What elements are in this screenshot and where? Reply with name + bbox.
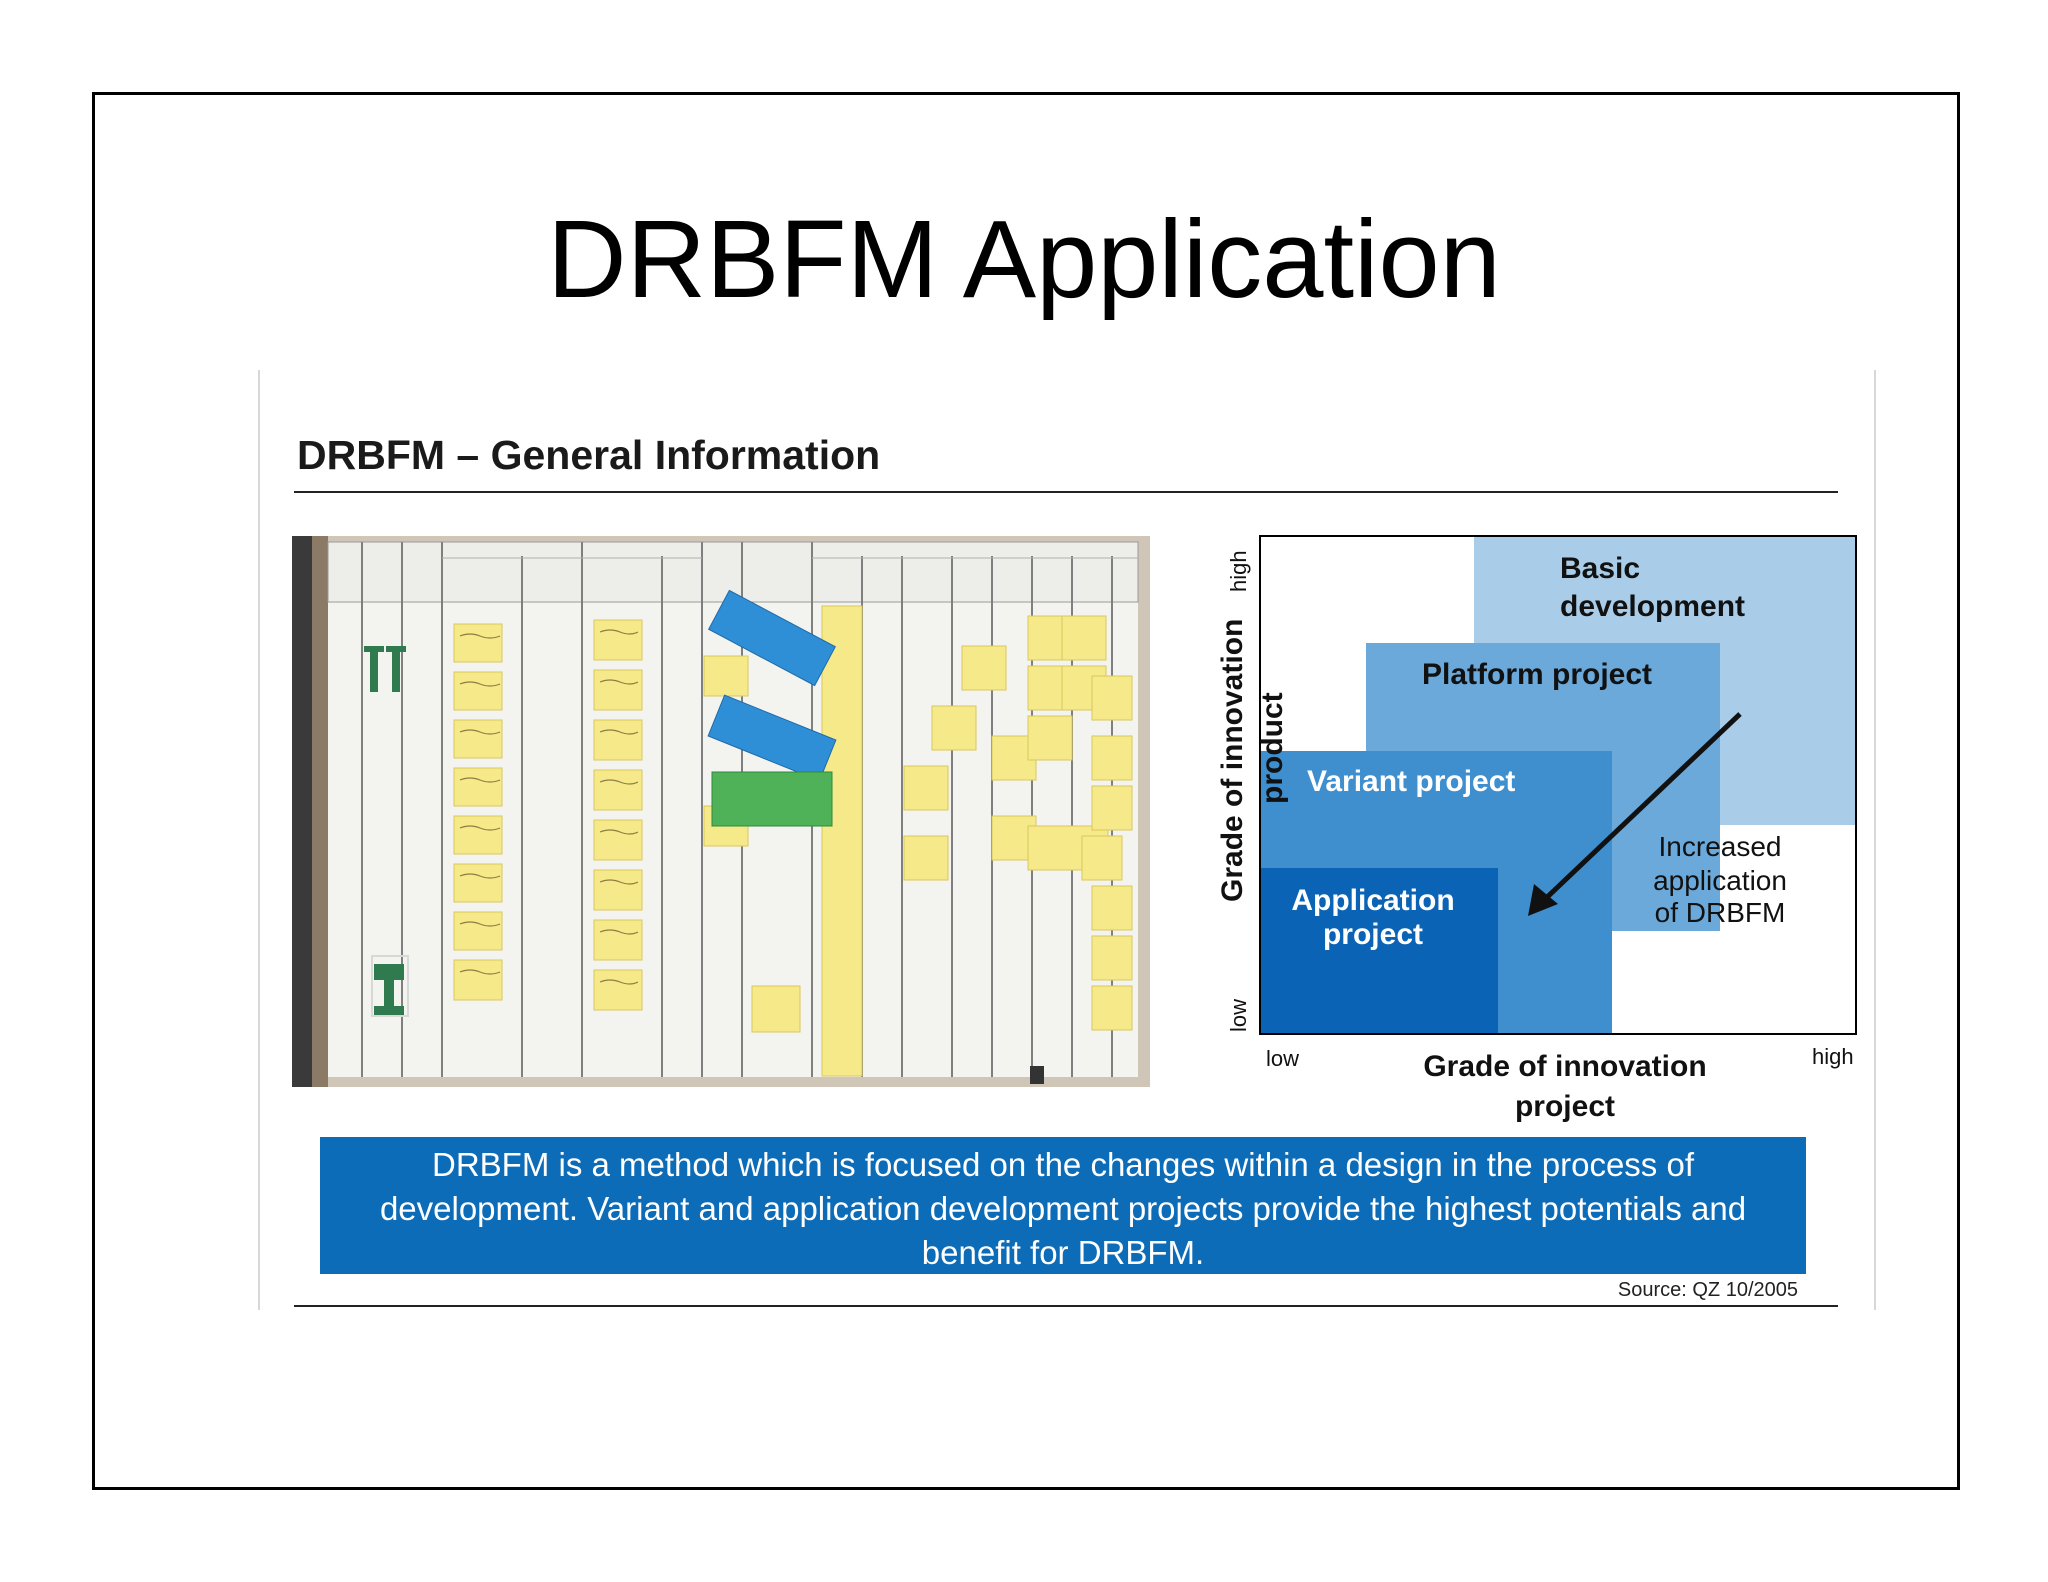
- y-axis-label-2: product: [1256, 692, 1289, 804]
- y-axis-label-1: Grade of innovation: [1216, 619, 1249, 902]
- y-axis-low: low: [1226, 999, 1251, 1032]
- callout-box: DRBFM is a method which is focused on th…: [320, 1137, 1806, 1274]
- arrow-label-3: of DRBFM: [1655, 897, 1786, 928]
- arrow-label-1: Increased: [1659, 831, 1782, 862]
- slide-title: DRBFM Application: [547, 198, 1501, 321]
- whiteboard-photo: [292, 536, 1150, 1087]
- heading-rule: [294, 491, 1838, 493]
- variant-label: Variant project: [1307, 765, 1515, 798]
- platform-label: Platform project: [1422, 658, 1652, 691]
- application-label-2: project: [1323, 918, 1423, 951]
- x-axis-label-1: Grade of innovation: [1423, 1050, 1706, 1083]
- arrow-icon: [1528, 712, 1742, 916]
- arrow-label-2: application: [1653, 865, 1787, 896]
- panel-left-edge: [258, 370, 260, 1310]
- x-axis-high: high: [1812, 1044, 1854, 1069]
- x-axis-label-2: project: [1515, 1090, 1615, 1123]
- basic-label-2: development: [1560, 590, 1745, 623]
- panel-heading: DRBFM – General Information: [297, 432, 881, 478]
- basic-label-1: Basic: [1560, 552, 1640, 585]
- innovation-diagram: Basic development Platform project Varia…: [1216, 535, 1857, 1123]
- bottom-rule: [294, 1305, 1838, 1307]
- box-application-project: [1261, 868, 1498, 1033]
- slide-frame: [92, 92, 1960, 1490]
- source-note: Source: QZ 10/2005: [1617, 1279, 1798, 1301]
- application-label-1: Application: [1291, 884, 1454, 917]
- panel-right-edge: [1874, 370, 1876, 1310]
- x-axis-low: low: [1266, 1046, 1299, 1071]
- y-axis-high: high: [1226, 550, 1251, 592]
